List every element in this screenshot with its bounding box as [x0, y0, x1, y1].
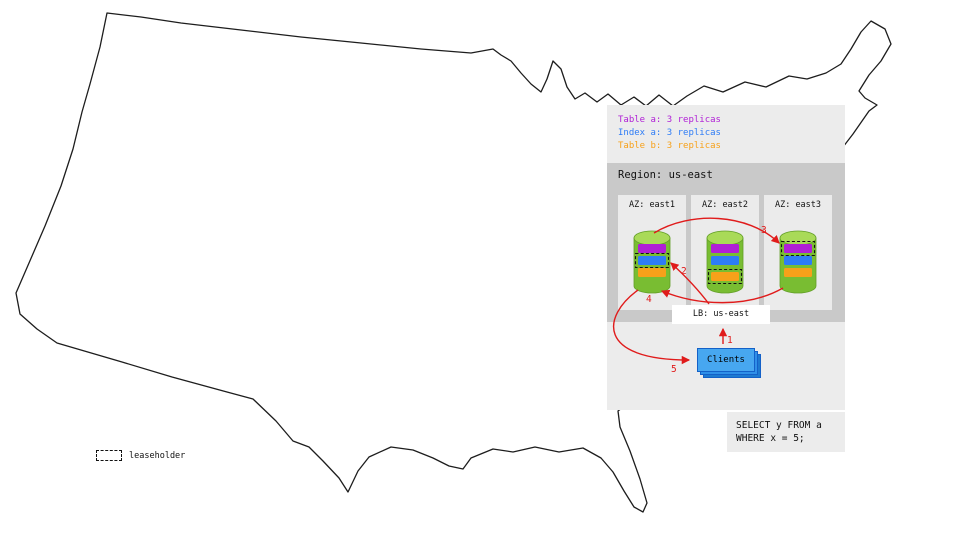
index-a-replica — [638, 256, 666, 265]
az-east2-label: AZ: east2 — [701, 200, 749, 210]
az-east2: AZ: east2 — [691, 195, 759, 310]
database-cylinder-east1 — [633, 230, 671, 294]
az-east3: AZ: east3 — [764, 195, 832, 310]
leaseholder-outline-table-a — [780, 240, 816, 257]
cylinder-top — [633, 230, 671, 246]
database-cylinder-east2 — [706, 230, 744, 294]
cylinder-top — [779, 230, 817, 246]
index-a-replica — [711, 256, 739, 265]
leaseholder-key-label: leaseholder — [129, 450, 186, 461]
legend-table-b: Table b: 3 replicas — [618, 141, 721, 151]
az-east1-label: AZ: east1 — [628, 200, 676, 210]
leaseholder-key: leaseholder — [96, 450, 185, 461]
clients-label: Clients — [697, 348, 755, 372]
region-box: Region: us-east AZ: east1 AZ: east2 — [607, 163, 845, 324]
region-label: Region: us-east — [618, 169, 713, 181]
sql-query-box: SELECT y FROM a WHERE x = 5; — [727, 412, 845, 452]
legend-index-a: Index a: 3 replicas — [618, 128, 721, 138]
leaseholder-outline-table-b — [707, 268, 743, 285]
cylinder-top — [706, 230, 744, 246]
legend-table-a: Table a: 3 replicas — [618, 115, 721, 125]
database-cylinder-east3 — [779, 230, 817, 294]
leaseholder-dashed-icon — [96, 450, 122, 461]
sql-line-1: SELECT y FROM a — [736, 420, 822, 431]
index-a-replica — [784, 256, 812, 265]
load-balancer-box: LB: us-east — [672, 305, 770, 324]
table-a-replica — [638, 244, 666, 253]
az-east1: AZ: east1 — [618, 195, 686, 310]
table-b-replica — [711, 272, 739, 281]
table-a-replica — [784, 244, 812, 253]
table-b-replica — [638, 268, 666, 277]
leaseholder-outline-index-a — [634, 252, 670, 269]
az-east3-label: AZ: east3 — [774, 200, 822, 210]
clients-box: Clients — [697, 348, 763, 380]
table-b-replica — [784, 268, 812, 277]
diagram-panel: Table a: 3 replicas Index a: 3 replicas … — [607, 105, 845, 410]
replica-legend: Table a: 3 replicas Index a: 3 replicas … — [618, 114, 721, 153]
table-a-replica — [711, 244, 739, 253]
sql-line-2: WHERE x = 5; — [736, 433, 805, 444]
